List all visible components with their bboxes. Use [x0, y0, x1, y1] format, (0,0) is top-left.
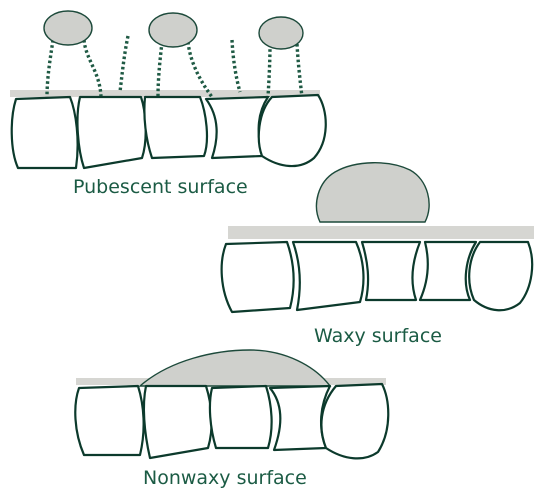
nonwaxy-surface-label: Nonwaxy surface [143, 467, 307, 489]
epidermal-cells [12, 95, 326, 168]
nonwaxy-panel: Nonwaxy surface [75, 350, 388, 489]
epidermal-cell [469, 242, 532, 310]
epidermal-cell [321, 384, 388, 458]
epidermal-cells [75, 384, 388, 458]
water-film [140, 350, 330, 386]
epidermal-cell [144, 386, 212, 458]
hair [158, 42, 162, 97]
epidermal-cell [420, 242, 476, 300]
water-droplet [44, 11, 92, 45]
waxy-wax-layer [228, 226, 534, 239]
water-droplet [259, 17, 303, 49]
waxy-surface-label: Waxy surface [314, 325, 442, 347]
epidermal-cell [293, 242, 363, 310]
hair [188, 42, 212, 97]
epidermal-cell [144, 97, 207, 158]
waxy-panel: Waxy surface [222, 163, 534, 347]
hair [268, 44, 270, 97]
hair [232, 40, 240, 92]
hair [47, 40, 53, 97]
pubescent-panel: Pubescent surface [10, 11, 326, 198]
epidermal-cell [75, 386, 143, 455]
epidermal-cell [259, 95, 326, 166]
water-droplet [316, 163, 429, 222]
hair [297, 44, 302, 97]
epidermal-cell [210, 386, 272, 448]
epidermal-cell [362, 242, 420, 300]
water-droplet [149, 13, 197, 47]
hair [84, 40, 101, 97]
hair [120, 36, 128, 92]
epidermal-cell [222, 242, 294, 312]
pubescent-surface-label: Pubescent surface [73, 176, 248, 198]
epidermal-cell [12, 97, 78, 168]
epidermal-cell [77, 97, 145, 168]
epidermal-cells [222, 242, 533, 312]
